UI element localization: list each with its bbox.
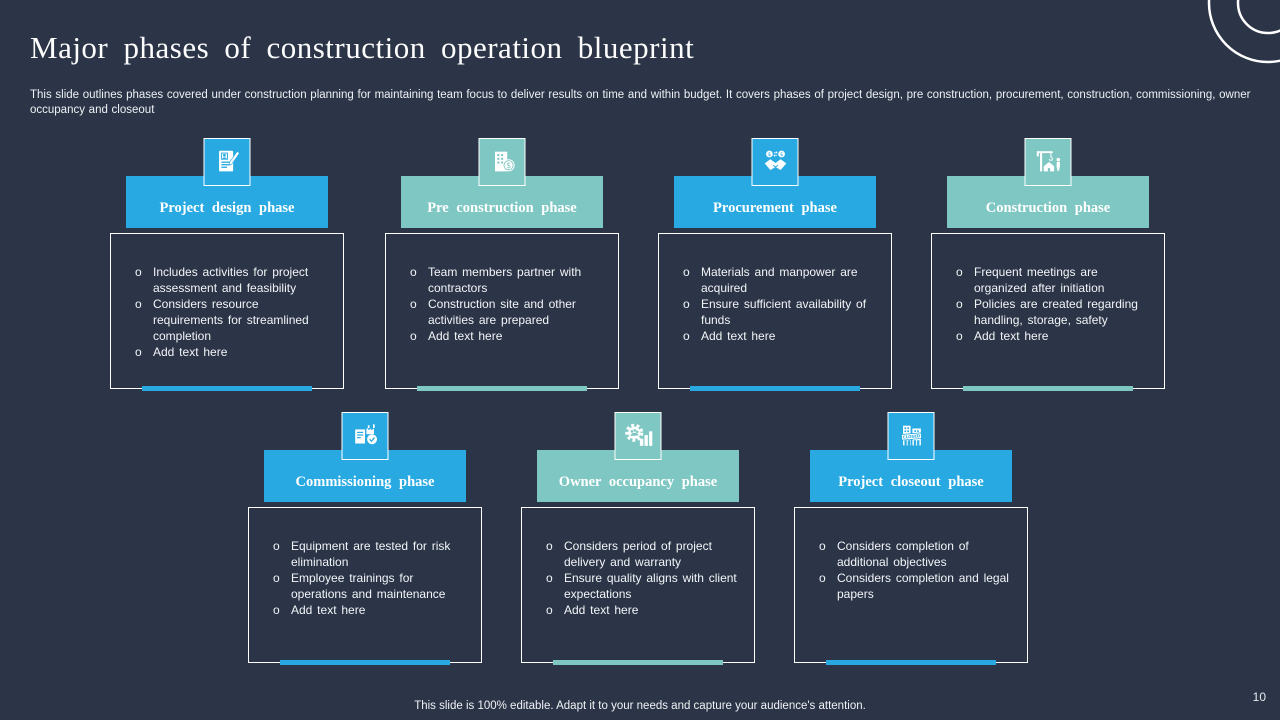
svg-text:$: $ <box>779 152 782 158</box>
phase-title: Pre construction phase <box>427 199 577 216</box>
bullet-marker: o <box>135 297 142 311</box>
svg-text:CLOSED: CLOSED <box>902 433 920 440</box>
bullet-marker: o <box>546 571 553 585</box>
crane-house-icon <box>1024 138 1072 186</box>
phase-title: Owner occupancy phase <box>558 473 718 490</box>
page-title: Major phases of construction operation b… <box>30 30 695 65</box>
phase-header[interactable]: Procurement phase <box>674 176 876 228</box>
factory-check-icon <box>341 412 389 460</box>
bullet-marker: o <box>273 571 280 585</box>
bullet-marker: o <box>410 329 417 343</box>
svg-text:$: $ <box>767 152 770 158</box>
accent-underline <box>963 386 1133 391</box>
building-coin-icon: $ <box>478 138 526 186</box>
handshake-coins-icon: $ $ <box>751 138 799 186</box>
phase-title: Commissioning phase <box>295 473 435 490</box>
page-number: 10 <box>1252 690 1266 704</box>
accent-underline <box>142 386 312 391</box>
phase-title: Construction phase <box>985 199 1111 216</box>
bullet-marker: o <box>135 345 142 359</box>
accent-underline <box>826 660 996 665</box>
bullet-marker: o <box>410 297 417 311</box>
gear-chart-icon <box>614 412 662 460</box>
phase-title: Project closeout phase <box>838 473 984 490</box>
footer-note: This slide is 100% editable. Adapt it to… <box>414 700 866 712</box>
building-closed-icon: CLOSED <box>887 412 935 460</box>
contract-pen-icon <box>203 138 251 186</box>
bullet-marker: o <box>546 539 553 553</box>
bullet-marker: o <box>273 603 280 617</box>
bullet-marker: o <box>683 265 690 279</box>
bullet-marker: o <box>410 265 417 279</box>
page-subtitle: This slide outlines phases covered under… <box>30 89 1251 116</box>
bullet-marker: o <box>956 265 963 279</box>
accent-underline <box>417 386 587 391</box>
svg-text:$: $ <box>506 161 511 170</box>
bullet-marker: o <box>683 297 690 311</box>
phase-title: Project design phase <box>159 199 295 216</box>
accent-underline <box>280 660 450 665</box>
bullet-marker: o <box>135 265 142 279</box>
bullet-marker: o <box>273 539 280 553</box>
accent-underline <box>690 386 860 391</box>
bullet-marker: o <box>956 297 963 311</box>
accent-underline <box>553 660 723 665</box>
bullet-marker: o <box>546 603 553 617</box>
bullet-marker: o <box>819 571 826 585</box>
bullet-marker: o <box>956 329 963 343</box>
bullet-marker: o <box>819 539 826 553</box>
phase-title: Procurement phase <box>713 199 837 216</box>
bullet-marker: o <box>683 329 690 343</box>
